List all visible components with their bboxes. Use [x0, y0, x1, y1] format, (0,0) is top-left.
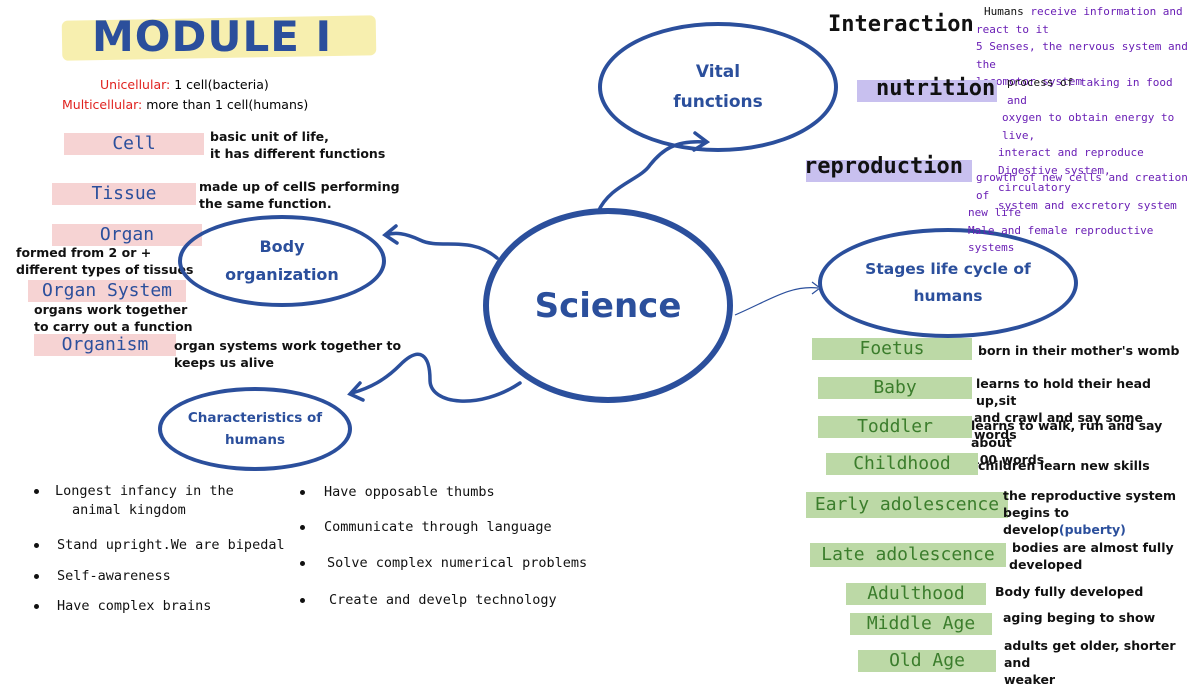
nutrition-highlight: [857, 80, 997, 102]
term-reproduction: reproduction: [804, 154, 963, 179]
stage-late-adolescence: Late adolescence: [810, 543, 1006, 567]
characteristic-left-2: Stand upright.We are bipedal: [34, 536, 285, 555]
connector-stages: [734, 287, 819, 316]
characteristic-left-4: Have complex brains: [34, 597, 211, 616]
arrowhead-body: [382, 224, 399, 245]
term-cell: Cell: [64, 133, 204, 155]
desc-organ: formed from 2 or +different types of tis…: [16, 245, 194, 277]
characteristic-right-1: Have opposable thumbs: [300, 483, 495, 502]
reproduction-highlight: [806, 160, 972, 182]
page-title: MODULE I: [92, 12, 333, 61]
stage-old-age: Old Age: [858, 650, 996, 672]
stage-childhood: Childhood: [826, 453, 978, 475]
stage-early-adolescence: Early adolescence: [806, 492, 1008, 518]
desc-reproduction: growth of new cells and creation of new …: [968, 171, 1188, 254]
connector-vital: [596, 140, 707, 214]
stage-adulthood-desc: Body fully developed: [995, 584, 1144, 599]
stage-baby: Baby: [818, 377, 972, 399]
desc-nutrition: process of taking in food and oxygen to …: [998, 76, 1177, 212]
term-tissue: Tissue: [52, 183, 196, 205]
desc-cell: basic unit of life,it has different func…: [210, 129, 386, 161]
stage-childhood-desc: children learn new skills: [978, 458, 1150, 473]
unicellular-text: 1 cell(bacteria): [170, 77, 269, 92]
term-organ: Organ: [52, 224, 202, 246]
stage-foetus-desc: born in their mother's womb: [978, 343, 1180, 358]
characteristic-right-3: Solve complex numerical problems: [300, 554, 587, 573]
characteristic-right-4: Create and develp technology: [300, 591, 557, 610]
stage-middle-age-desc: aging beging to show: [1003, 610, 1156, 625]
arrowhead-characteristics: [347, 381, 365, 402]
unicellular-line: Unicellular: 1 cell(bacteria): [100, 77, 269, 92]
stage-adulthood: Adulthood: [846, 583, 986, 605]
term-nutrition: nutrition: [876, 76, 996, 101]
connector-body: [384, 231, 499, 260]
term-organ-system: Organ System: [28, 280, 186, 302]
stage-early-adolescence-desc: the reproductive system begins to develo…: [1003, 488, 1177, 537]
term-organism: Organism: [34, 334, 176, 356]
unicellular-label: Unicellular:: [100, 77, 171, 92]
characteristic-right-2: Communicate through language: [300, 518, 552, 537]
multicellular-text: more than 1 cell(humans): [142, 97, 309, 112]
characteristic-left-1: Longest infancy in the animal kingdom: [34, 482, 234, 520]
stage-middle-age: Middle Age: [850, 613, 992, 635]
connector-characteristics: [350, 352, 522, 403]
term-interaction: Interaction: [828, 12, 974, 37]
desc-interaction: Humans receive information and react to …: [976, 5, 1188, 88]
characteristic-left-3: Self-awareness: [34, 567, 171, 586]
multicellular-label: Multicellular:: [62, 97, 143, 112]
puberty-highlight: (puberty): [1058, 522, 1126, 537]
multicellular-line: Multicellular: more than 1 cell(humans): [62, 97, 308, 112]
science-center-node: Science: [483, 208, 733, 403]
stage-foetus: Foetus: [812, 338, 972, 360]
stage-toddler: Toddler: [818, 416, 972, 438]
